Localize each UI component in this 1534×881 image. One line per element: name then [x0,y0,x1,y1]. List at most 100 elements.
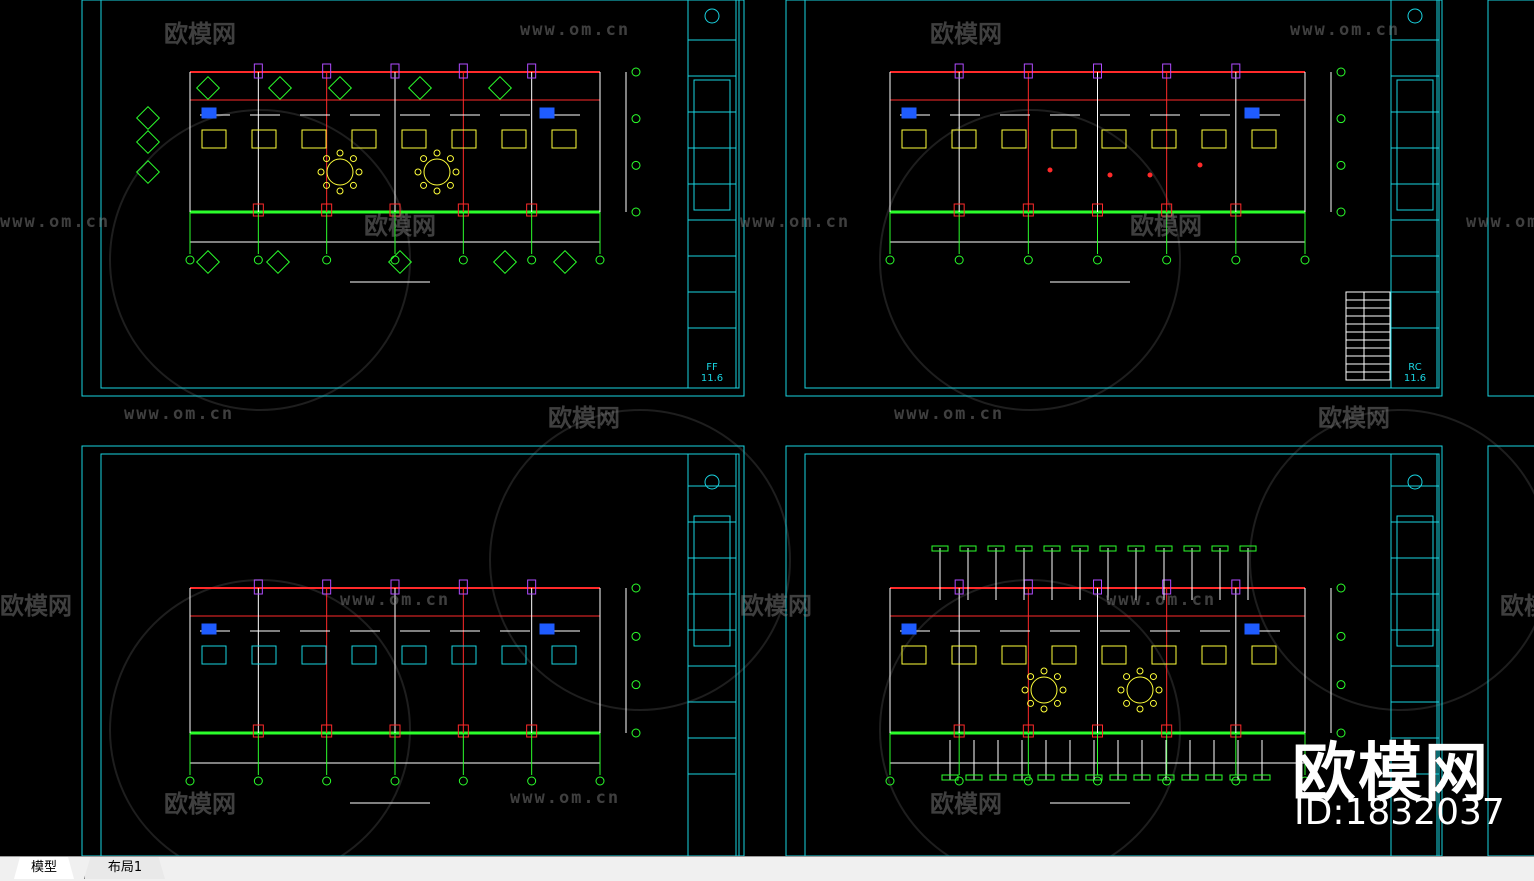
plan-column [527,579,537,595]
grid-bubble [1162,776,1172,786]
column-tag-diamond [195,75,221,101]
plan-furniture [351,645,377,665]
plan-column [458,579,468,595]
grid-bubble [1231,255,1241,265]
grid-bubble [1300,255,1310,265]
plan-column [1023,63,1033,79]
sheet-border [81,445,745,856]
callout-tag [1239,545,1257,552]
plan-fixture [539,107,555,119]
column-tag-diamond [327,75,353,101]
plan-column [390,579,400,595]
sheet-border [81,0,745,397]
title-block-logo-box [693,515,731,647]
plan-furniture [1101,129,1127,149]
watermark-brand: 欧模网 [1130,212,1202,240]
callout-tag [1061,774,1079,781]
grid-bubble [458,255,468,265]
grid-bubble [631,160,641,170]
column-tag-diamond [407,75,433,101]
grid-bubble [631,67,641,77]
chair [317,168,325,176]
chair [336,187,344,195]
ceiling-light [1047,167,1053,173]
column-tag-diamond [552,249,578,275]
callout-tag [1085,774,1103,781]
grid-bubble [1336,114,1346,124]
cad-drawing [81,0,1534,856]
callout-tag [1183,545,1201,552]
round-table [1126,676,1154,704]
chair [446,155,454,163]
plan-furniture [451,129,477,149]
plan-furniture [451,645,477,665]
callout-tag [1099,545,1117,552]
chair [1123,673,1131,681]
plan-column [1231,63,1241,79]
chair [1136,667,1144,675]
chair [1117,686,1125,694]
title-block [687,0,737,389]
hotel-logo-icon [704,474,720,490]
grid-bubble [185,255,195,265]
grid-bubble [595,776,605,786]
callout-tag [1157,774,1175,781]
plan-furniture [951,129,977,149]
chair [1053,699,1061,707]
grid-bubble [527,255,537,265]
grid-bubble [1300,776,1310,786]
callout-tag [1253,774,1271,781]
plan-furniture [201,645,227,665]
plan-furniture [1101,645,1127,665]
plan-fixture [201,107,217,119]
chair [1123,699,1131,707]
plan-fixture [1244,107,1260,119]
plan-furniture [201,129,227,149]
watermark-site: www.om.cn [1106,590,1217,610]
round-table [1030,676,1058,704]
ceiling-light [1147,172,1153,178]
chair [1027,673,1035,681]
title-block-logo-box [1396,515,1434,647]
ceiling-light [1197,162,1203,168]
chair [420,155,428,163]
plan-column [253,579,263,595]
drawing-canvas[interactable]: 欧模网 欧模网 欧模网 欧模网 欧模网 欧模网 欧模网 欧模网 欧模网 欧模网 … [0,0,1534,856]
tab-model[interactable]: 模型 [14,857,74,879]
plan-furniture [551,645,577,665]
grid-bubble [390,255,400,265]
chair [349,155,357,163]
sheet-inner-border [100,0,740,389]
grid-bubble [631,207,641,217]
callout-tag [941,774,959,781]
grid-bubble [595,255,605,265]
chair [433,187,441,195]
chair [1040,667,1048,675]
watermark-site: www.om.cn [510,788,621,808]
grid-bubble [322,255,332,265]
grid-bubble [1336,207,1346,217]
sheet-border-partial [1487,445,1534,856]
plan-column [322,579,332,595]
title-block [1390,453,1440,856]
plan-furniture [351,129,377,149]
plan-furniture [251,645,277,665]
watermark-site: www.om.cn [1290,20,1401,40]
plan-furniture [951,645,977,665]
column-tag-diamond [265,249,291,275]
column-tag-diamond [492,249,518,275]
chair [355,168,363,176]
chair [1040,705,1048,713]
plan-furniture [251,129,277,149]
watermark-circle [879,109,1181,411]
chair [349,181,357,189]
grid-bubble [1336,160,1346,170]
plan-furniture [1001,129,1027,149]
tab-layout-1[interactable]: 布局1 [84,857,165,879]
plan-furniture [901,645,927,665]
callout-tag [931,545,949,552]
watermark-brand: 欧模网 [0,592,72,620]
column-tag-diamond [487,75,513,101]
grid-bubble [1336,67,1346,77]
